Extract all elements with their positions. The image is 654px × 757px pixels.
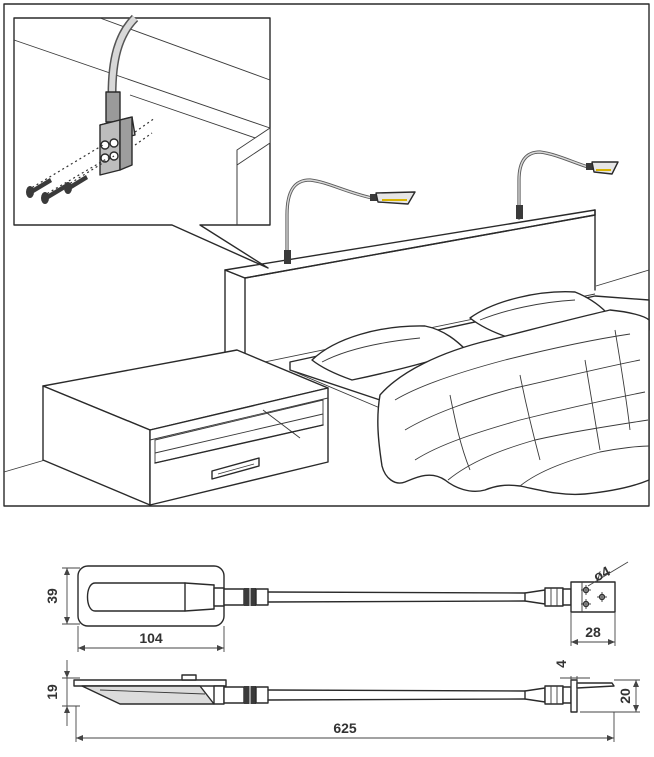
dim-profile-height: 19	[44, 684, 60, 700]
duvet	[377, 309, 650, 496]
top-view-drawing	[77, 561, 629, 627]
reading-lamp-right	[516, 150, 619, 220]
dimension-lines	[62, 567, 640, 742]
reading-lamp-left	[284, 178, 416, 264]
mounting-hole-icon	[581, 585, 607, 609]
dim-bracket-thickness: 4	[553, 660, 569, 668]
nightstand	[42, 349, 329, 506]
headboard	[224, 209, 596, 367]
dim-bracket-width: 28	[585, 624, 601, 640]
dim-head-length: 104	[139, 630, 163, 646]
dim-bracket-height: 20	[617, 688, 633, 704]
pillows	[311, 291, 607, 381]
room-walls	[3, 269, 650, 473]
dim-hole-diameter: ø4	[591, 563, 613, 585]
screw-icon	[64, 175, 88, 194]
screw-icon	[41, 184, 67, 204]
scene-frame	[3, 3, 650, 507]
mounting-detail-callout	[13, 14, 271, 269]
dim-total-length: 625	[333, 720, 357, 736]
side-view-drawing	[73, 674, 615, 713]
dim-head-height: 39	[44, 588, 60, 604]
screw-icon	[26, 178, 52, 198]
